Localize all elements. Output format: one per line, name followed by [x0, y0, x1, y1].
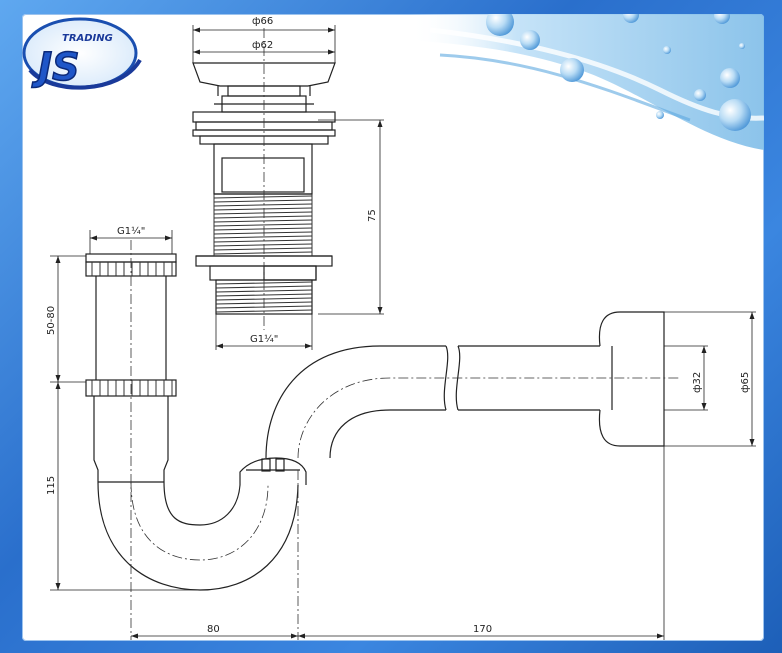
logo-brand: JS — [31, 45, 80, 89]
logo-tagline: TRADING — [62, 33, 113, 44]
water-splash-decoration — [410, 14, 764, 150]
label-flange-diameter: ф65 — [740, 372, 751, 393]
label-trap-thread: G1¼" — [117, 225, 145, 237]
trap-dimension-arrows — [55, 235, 755, 639]
label-trap-height: 115 — [46, 476, 57, 495]
label-waste-thread: G1¼" — [250, 333, 278, 345]
label-horizontal-offset: 80 — [207, 624, 220, 635]
label-tail-adjust: 50-80 — [46, 306, 57, 335]
p-trap-drawing — [85, 253, 665, 591]
label-outlet-length: 170 — [473, 624, 492, 635]
waste-dimension-lines — [192, 25, 384, 350]
waste-dimension-arrows — [193, 27, 383, 349]
js-trading-logo: TRADING JS — [22, 17, 142, 90]
label-inner-diameter: ф62 — [252, 40, 273, 51]
waste-thread-lines — [213, 194, 313, 313]
trap-nut-knurling — [91, 262, 173, 396]
technical-drawing: TRADING JS — [22, 14, 764, 640]
trap-centerlines — [130, 240, 680, 640]
trap-dimension-lines — [50, 230, 756, 640]
drawing-panel: TRADING JS — [22, 14, 764, 641]
label-outer-diameter: ф66 — [252, 16, 273, 27]
label-pipe-diameter: ф32 — [692, 372, 703, 393]
label-waste-height: 75 — [367, 209, 378, 222]
